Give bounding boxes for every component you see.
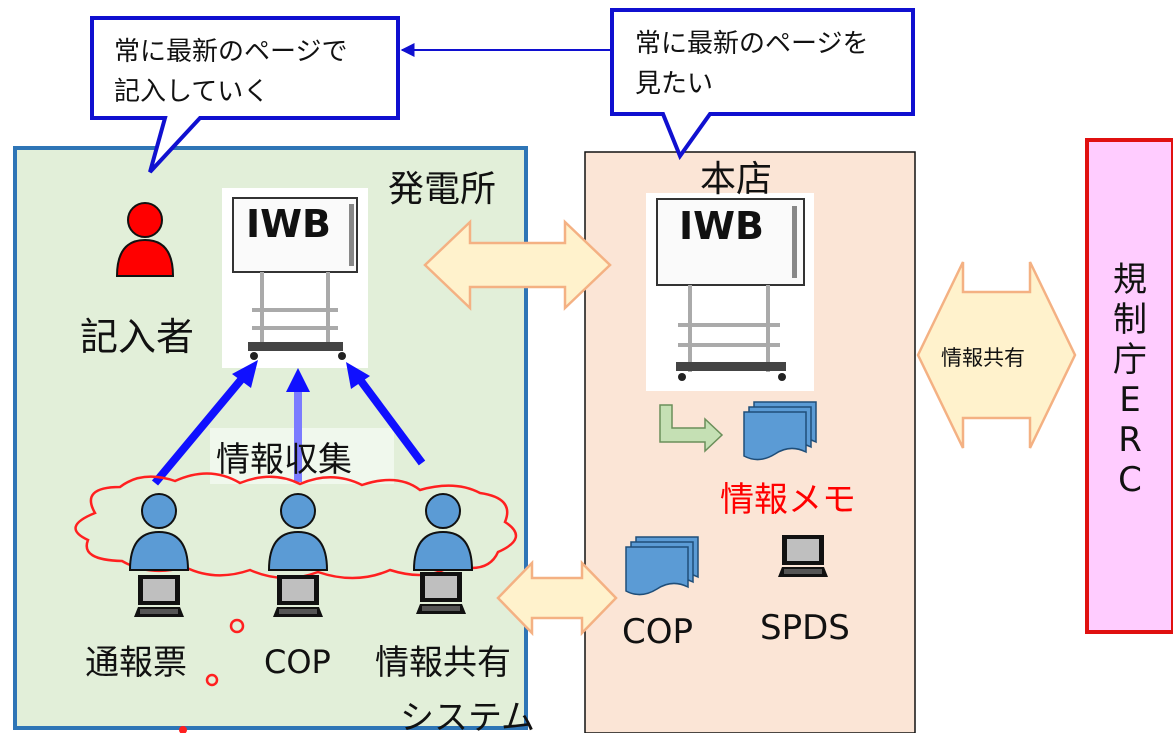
callout-right bbox=[610, 8, 915, 161]
red-mark-2 bbox=[205, 673, 219, 687]
laptop-icon-3 bbox=[416, 572, 466, 614]
collect-arrow-left bbox=[151, 372, 249, 486]
cop-document-icon bbox=[625, 536, 699, 596]
memo-document-icon bbox=[743, 401, 817, 461]
person-icon-1 bbox=[128, 493, 190, 571]
nra-char-1: 規 bbox=[1113, 260, 1147, 300]
terminal-label-cop: COP bbox=[264, 643, 331, 681]
spds-laptop-icon bbox=[778, 535, 828, 577]
double-arrow-hq-nra bbox=[916, 261, 1077, 449]
writer-person-icon bbox=[115, 202, 175, 277]
laptop-icon-1 bbox=[134, 575, 184, 617]
info-collect-label: 情報収集 bbox=[216, 440, 352, 480]
share-label: 情報共有 bbox=[941, 346, 1025, 370]
double-arrow-system-hq bbox=[496, 559, 618, 637]
memo-output-arrow bbox=[659, 404, 724, 453]
nra-char-6: C bbox=[1118, 460, 1142, 500]
callout-left-text: 常に最新のページで 記入していく bbox=[114, 37, 348, 107]
nra-char-2: 制 bbox=[1113, 300, 1147, 340]
laptop-icon-2 bbox=[273, 575, 323, 617]
callout-left bbox=[90, 16, 400, 174]
hq-iwb-label: IWB bbox=[679, 204, 765, 248]
red-mark-1 bbox=[229, 618, 245, 634]
double-arrow-plant-hq bbox=[423, 219, 612, 311]
collect-arrow-right bbox=[354, 374, 426, 466]
hq-title: 本店 bbox=[700, 159, 773, 200]
hq-iwb-board bbox=[646, 193, 814, 391]
nra-char-4: E bbox=[1119, 380, 1141, 420]
person-icon-2 bbox=[267, 493, 329, 571]
plant-iwb-board bbox=[222, 188, 368, 368]
writer-label: 記入者 bbox=[80, 315, 195, 359]
nra-erc-box bbox=[1085, 138, 1173, 634]
nra-char-3: 庁 bbox=[1113, 340, 1147, 380]
hq-cop-label: COP bbox=[622, 612, 694, 652]
plant-title: 発電所 bbox=[388, 169, 497, 210]
terminal-label-share: 情報共有 bbox=[375, 643, 511, 683]
red-mark-3 bbox=[179, 726, 187, 733]
nra-char-5: R bbox=[1118, 420, 1142, 460]
spds-label: SPDS bbox=[760, 608, 850, 648]
person-icon-3 bbox=[412, 493, 474, 571]
memo-label: 情報メモ bbox=[720, 480, 856, 520]
nra-erc-label: 規 制 庁 E R C bbox=[1087, 260, 1173, 500]
callout-right-text: 常に最新のページを 見たい bbox=[635, 29, 869, 99]
terminal-label-system: システム bbox=[400, 698, 535, 738]
plant-iwb-label: IWB bbox=[246, 202, 332, 246]
terminal-label-report: 通報票 bbox=[85, 643, 187, 683]
